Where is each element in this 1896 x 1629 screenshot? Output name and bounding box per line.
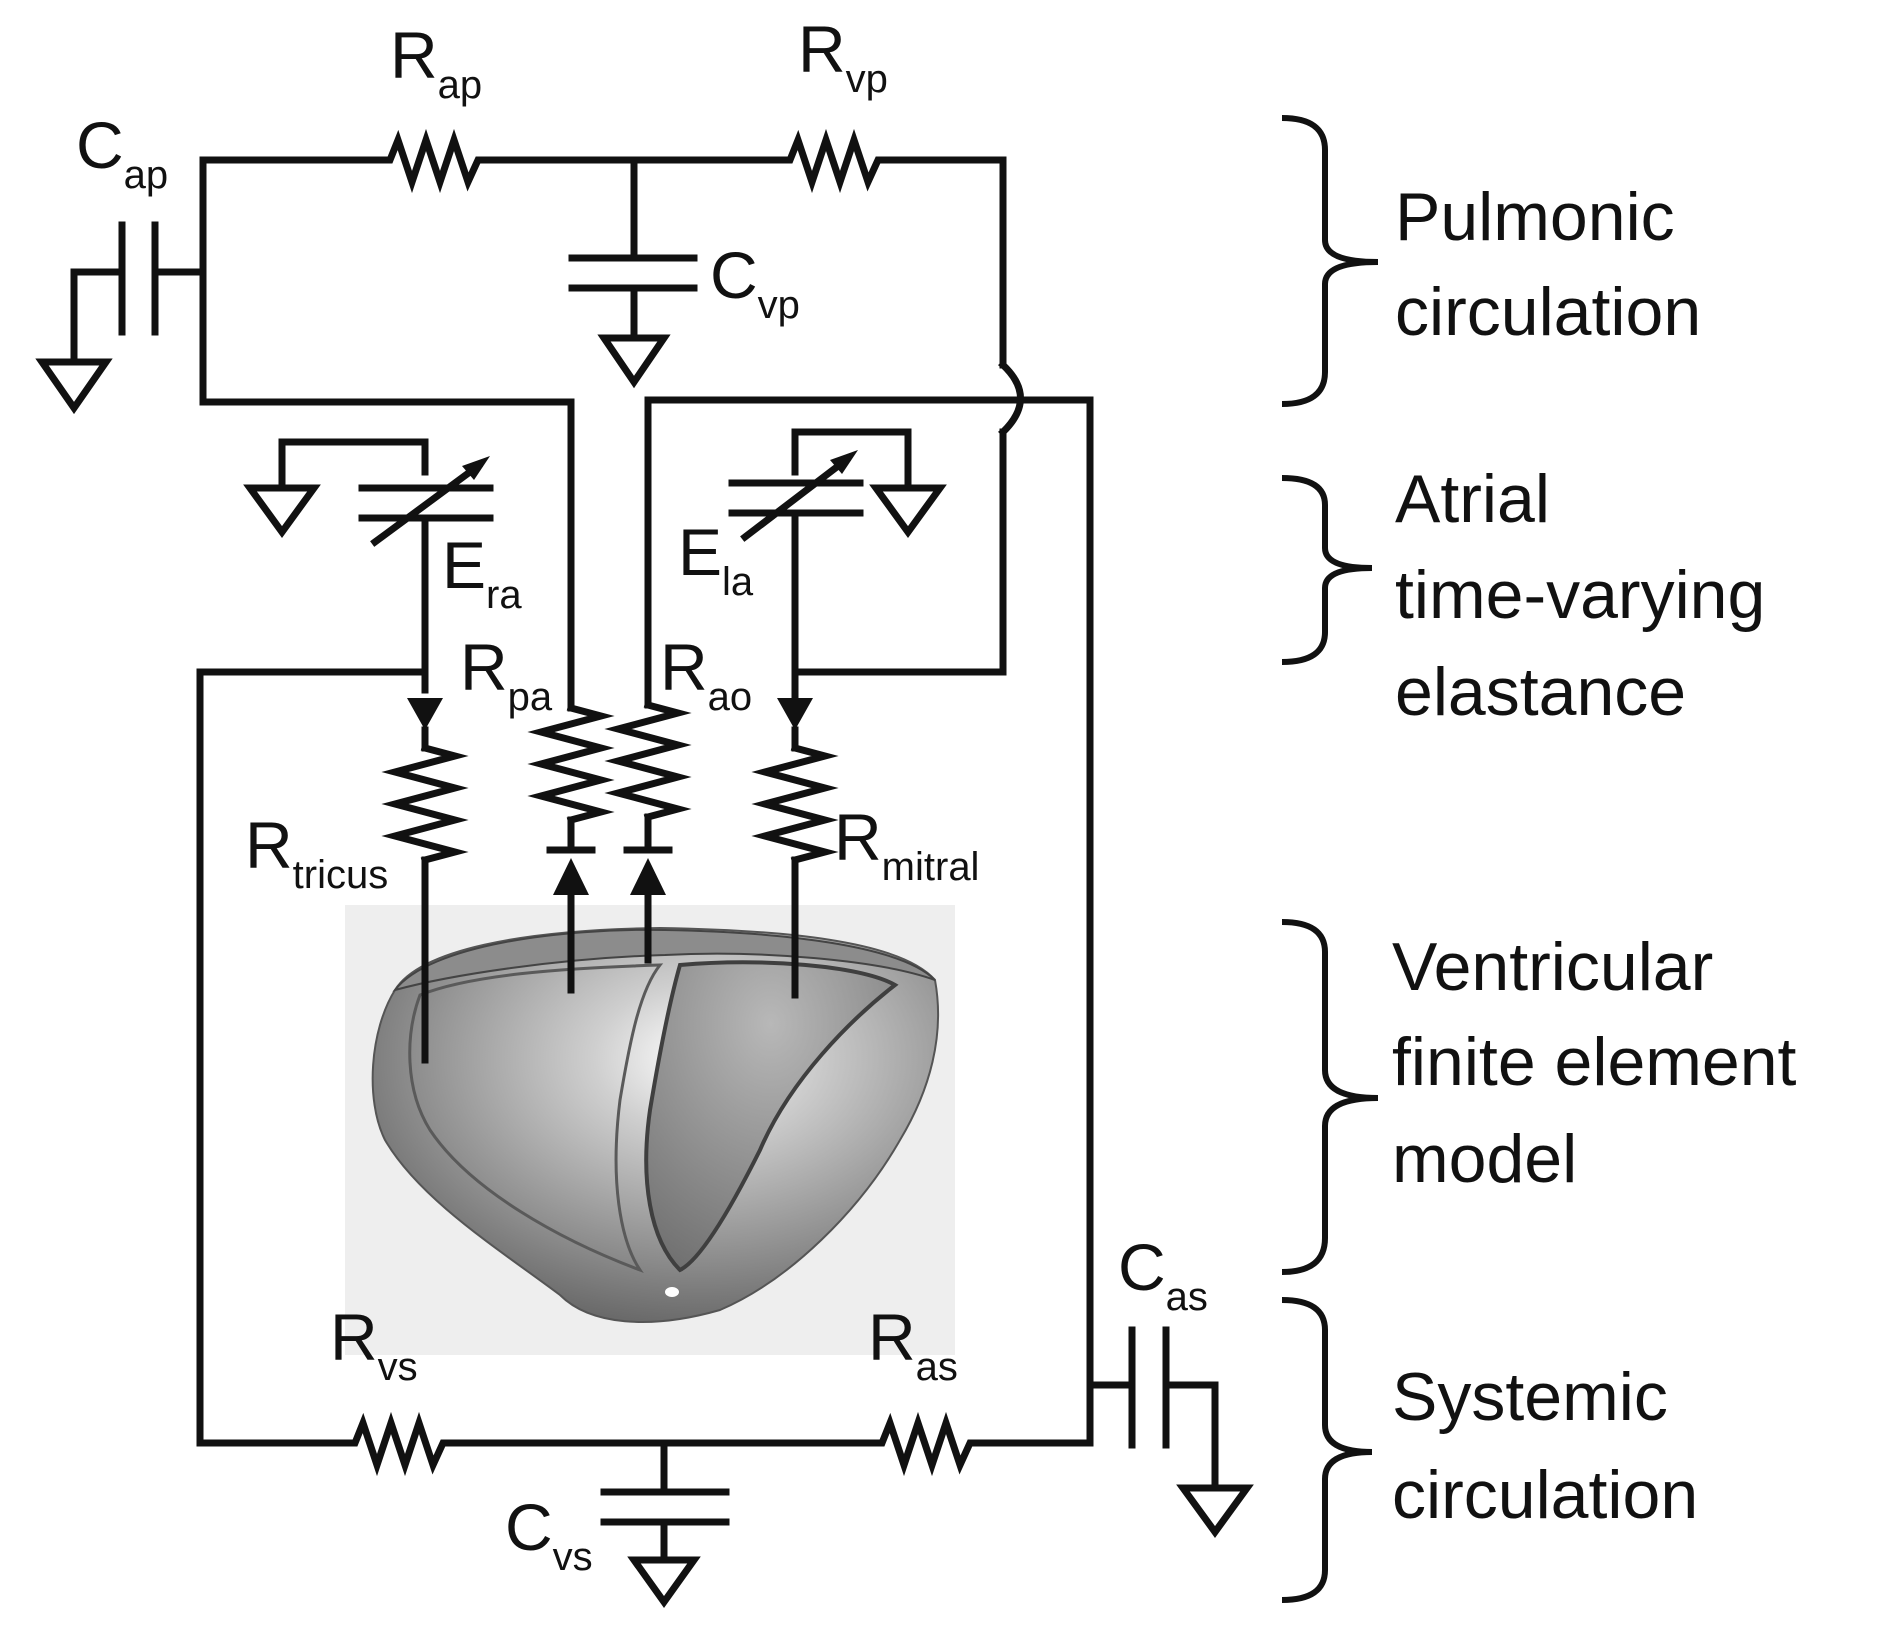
wire-e-ra-ground	[278, 438, 429, 492]
label-r-ao: Rao	[660, 630, 752, 719]
ventricle-cavity	[644, 960, 899, 1273]
brace-ventricular	[1281, 919, 1379, 1275]
variable-arrowhead-e-ra	[462, 456, 490, 480]
valve-resistors	[196, 668, 839, 1447]
wire-to-r-pa	[199, 398, 575, 712]
label-r-as: Ras	[868, 1300, 958, 1389]
label-c-as: Cas	[1118, 1230, 1208, 1319]
valve-arrow-pa	[553, 858, 589, 895]
label-r-tricus: Rtricus	[245, 808, 388, 897]
wire-e-la-ground	[791, 428, 912, 492]
ground-c-as	[1176, 1484, 1254, 1538]
valve-arrow-e-la	[777, 698, 813, 730]
valve-arrow-e-ra	[407, 698, 443, 730]
resistor-r-ap	[374, 128, 494, 194]
resistor-r-mitral	[751, 743, 839, 865]
variable-arrow-e-ra	[370, 461, 483, 547]
label-r-ap: Rap	[390, 18, 482, 107]
label-c-vs: Cvs	[505, 1490, 593, 1579]
resistor-r-ao	[604, 700, 692, 822]
section-atrial-line2: time-varying	[1395, 557, 1765, 633]
wire-c-ap-ground	[70, 268, 126, 366]
label-e-ra: Era	[442, 528, 522, 617]
resistor-r-as	[866, 1411, 986, 1477]
right-atrial-elastance	[243, 438, 494, 730]
brace-atrial	[1281, 475, 1373, 665]
ventricle-cavity-left	[408, 963, 664, 1274]
section-systemic-line1: Systemic	[1392, 1359, 1668, 1435]
wire-c-as-ground	[1162, 1381, 1219, 1492]
label-r-mitral: Rmitral	[834, 800, 979, 889]
resistor-r-tricus	[381, 743, 469, 865]
label-c-vp: Cvp	[710, 238, 800, 327]
wire-top-right	[886, 156, 1007, 369]
label-e-la: Ela	[678, 515, 754, 604]
section-pulmonic-line1: Pulmonic	[1395, 179, 1675, 255]
label-r-pa: Rpa	[460, 630, 553, 719]
section-systemic-line2: circulation	[1392, 1457, 1698, 1533]
label-r-vs: Rvs	[330, 1300, 418, 1389]
component-labels: Cap Rap Rvp Cvp Era Ela Rpa Rao Rtricus …	[76, 12, 1208, 1579]
ground-c-vs	[627, 1556, 701, 1609]
section-pulmonic-line2: circulation	[1395, 274, 1701, 350]
ground-e-la	[869, 484, 947, 538]
brace-systemic	[1281, 1297, 1373, 1603]
valve-arrow-ao	[630, 858, 666, 895]
section-annotations: Pulmonic circulation Atrial time-varying…	[1281, 115, 1797, 1603]
section-ventricular-line3: model	[1392, 1121, 1577, 1197]
brace-pulmonic	[1281, 115, 1379, 407]
variable-arrow-e-la	[740, 455, 851, 542]
label-r-vp: Rvp	[798, 12, 888, 101]
resistor-r-pa	[527, 703, 615, 825]
resistor-r-vs	[339, 1411, 459, 1477]
systemic-wires	[196, 1326, 1254, 1609]
resistor-r-vp	[774, 128, 894, 194]
variable-arrowhead-e-la	[830, 450, 858, 474]
section-ventricular-line2: finite element	[1392, 1024, 1797, 1100]
left-atrial-elastance	[728, 428, 947, 730]
apex-marker	[665, 1287, 679, 1297]
label-c-ap: Cap	[76, 108, 168, 197]
ventricle-model-image	[345, 905, 955, 1355]
section-ventricular-line1: Ventricular	[1392, 929, 1713, 1005]
wire-from-r-ao	[644, 396, 1094, 1447]
ground-c-ap	[35, 358, 113, 415]
wire-systemic-to-tricus	[196, 668, 429, 1447]
wire-top-left	[199, 156, 382, 406]
ground-e-ra	[243, 484, 321, 538]
ground-c-vp	[597, 334, 671, 389]
section-atrial-line3: elastance	[1395, 654, 1686, 730]
section-atrial-line1: Atrial	[1395, 461, 1550, 537]
